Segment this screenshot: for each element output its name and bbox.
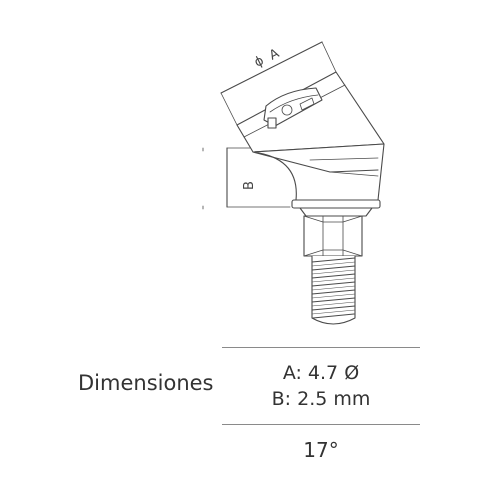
abutment-head <box>236 71 385 153</box>
dimension-a-symbol: ϕ <box>252 53 266 70</box>
table-middle-divider <box>222 424 420 425</box>
abutment-body <box>252 143 385 217</box>
screw-thread <box>311 255 356 325</box>
dimension-a-lines <box>220 41 337 126</box>
angle-value: 17° <box>303 438 339 462</box>
dimension-b-value: B: 2.5 mm <box>271 388 371 410</box>
dimension-a-value: A: 4.7 Ø <box>282 362 360 384</box>
table-top-divider <box>222 347 420 348</box>
dimension-a-label: A <box>267 46 282 63</box>
hex-connection <box>303 215 363 257</box>
dimensions-row-label: Dimensiones <box>78 371 214 395</box>
abutment-technical-drawing: ϕ A B <box>202 41 385 325</box>
dimension-b-label: B <box>242 181 257 190</box>
